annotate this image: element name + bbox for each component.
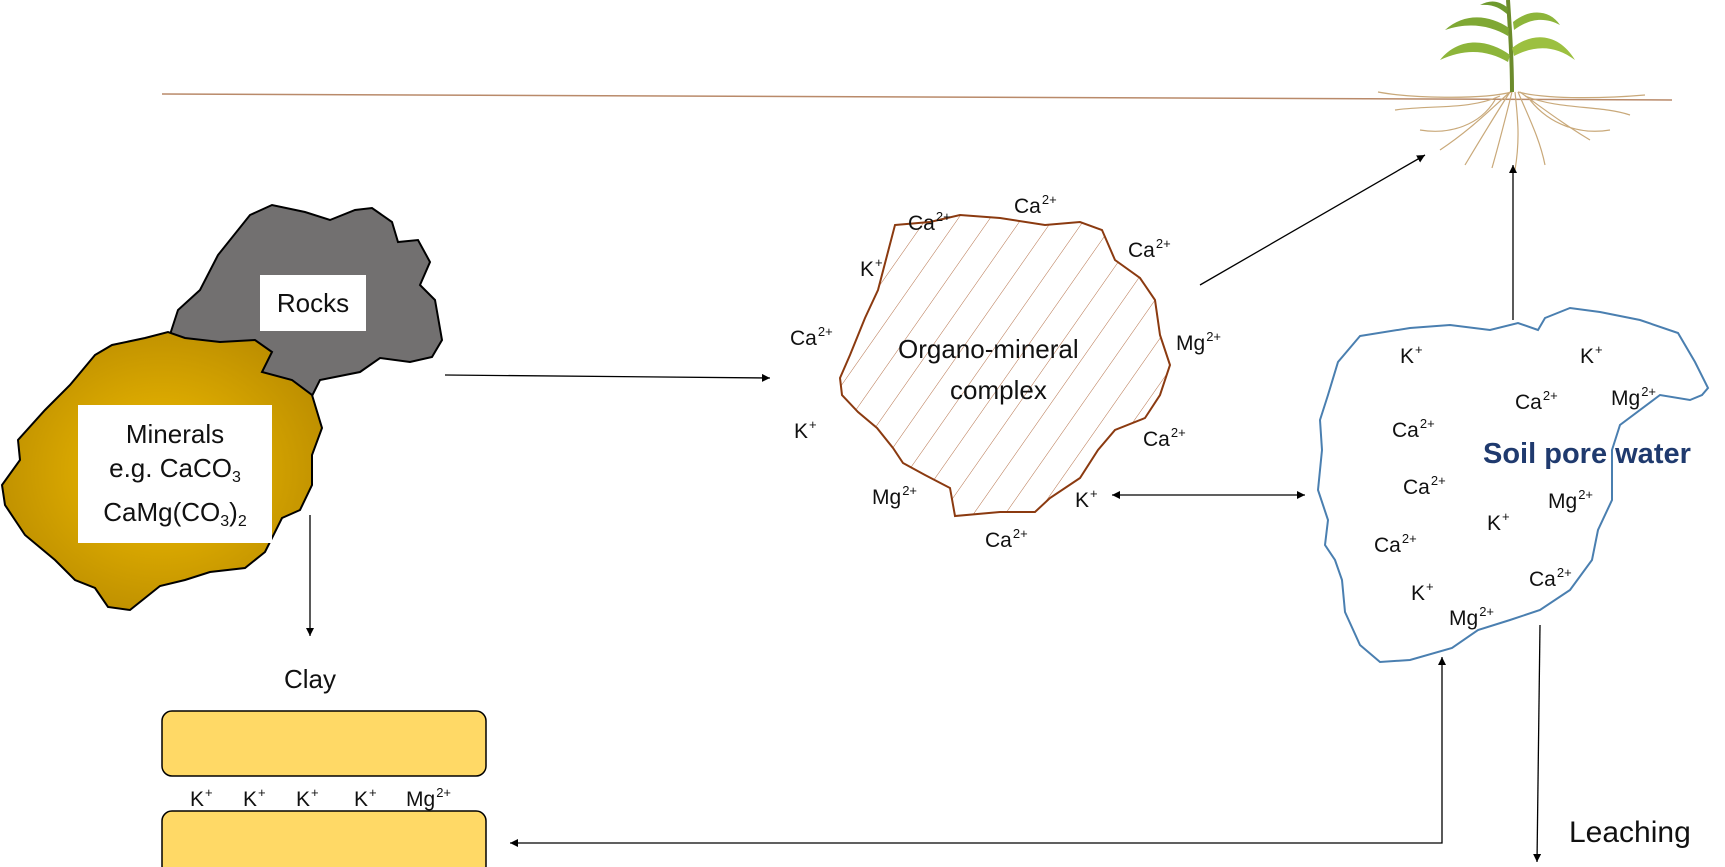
organo-ion: Ca2+ xyxy=(1014,192,1057,218)
minerals-label-box: Minerals e.g. CaCO3 CaMg(CO3)2 xyxy=(78,405,272,543)
clay-ion: K+ xyxy=(243,785,266,811)
rocks-label: Rocks xyxy=(276,288,350,318)
rocks-label-box: Rocks xyxy=(260,275,366,331)
organo-mineral-shape xyxy=(838,213,1172,518)
organo-ion: K+ xyxy=(1075,486,1098,512)
clay-ion: K+ xyxy=(296,785,319,811)
clay-layer-bottom xyxy=(161,810,487,867)
arrow-rocks-to-organo xyxy=(444,373,771,382)
pore-ion: Ca2+ xyxy=(1374,531,1417,557)
organo-ion: K+ xyxy=(794,417,817,443)
organo-title-line2: complex xyxy=(950,375,1047,405)
minerals-example-2: CaMg(CO3)2 xyxy=(103,497,247,530)
clay-ion: K+ xyxy=(354,785,377,811)
pore-ion: Mg2+ xyxy=(1449,604,1495,630)
pore-ion: Ca2+ xyxy=(1403,473,1446,499)
pore-ion: Mg2+ xyxy=(1611,384,1657,410)
pore-ion: K+ xyxy=(1411,579,1434,605)
clay-title: Clay xyxy=(284,664,337,694)
arrow-organo-to-plant xyxy=(1199,154,1426,286)
plant-icon xyxy=(1377,0,1646,171)
pore-ion: K+ xyxy=(1400,342,1423,368)
arrow-leaching xyxy=(1533,624,1542,863)
pore-ion: Ca2+ xyxy=(1529,565,1572,591)
pore-ion: Mg2+ xyxy=(1548,487,1594,513)
organo-title-line1: Organo-mineral xyxy=(898,334,1079,364)
pore-ion: Ca2+ xyxy=(1515,388,1558,414)
minerals-example-1: e.g. CaCO3 xyxy=(109,453,241,486)
arrow-pore-clay-exchange xyxy=(510,657,1446,847)
leaching-label: Leaching xyxy=(1569,816,1691,849)
organo-ion: Ca2+ xyxy=(985,526,1028,552)
organo-ion: Ca2+ xyxy=(1143,425,1186,451)
organo-ion: Mg2+ xyxy=(1176,329,1222,355)
clay-ion: K+ xyxy=(190,785,213,811)
minerals-title: Minerals xyxy=(125,419,225,449)
organo-ion: Mg2+ xyxy=(872,483,918,509)
soil-surface-line xyxy=(161,93,1673,101)
pore-ion: K+ xyxy=(1580,342,1603,368)
pore-ion: K+ xyxy=(1487,509,1510,535)
pore-ion: Ca2+ xyxy=(1392,416,1435,442)
clay-layer-top xyxy=(161,710,487,777)
soil-pore-water-shape xyxy=(1316,306,1710,664)
organo-ion: Ca2+ xyxy=(790,324,833,350)
organo-ion: Ca2+ xyxy=(1128,236,1171,262)
organo-ion: Ca2+ xyxy=(908,209,951,235)
organo-ion: K+ xyxy=(860,255,883,281)
clay-ion: Mg2+ xyxy=(406,785,452,811)
soil-pore-water-title: Soil pore water xyxy=(1483,438,1691,470)
